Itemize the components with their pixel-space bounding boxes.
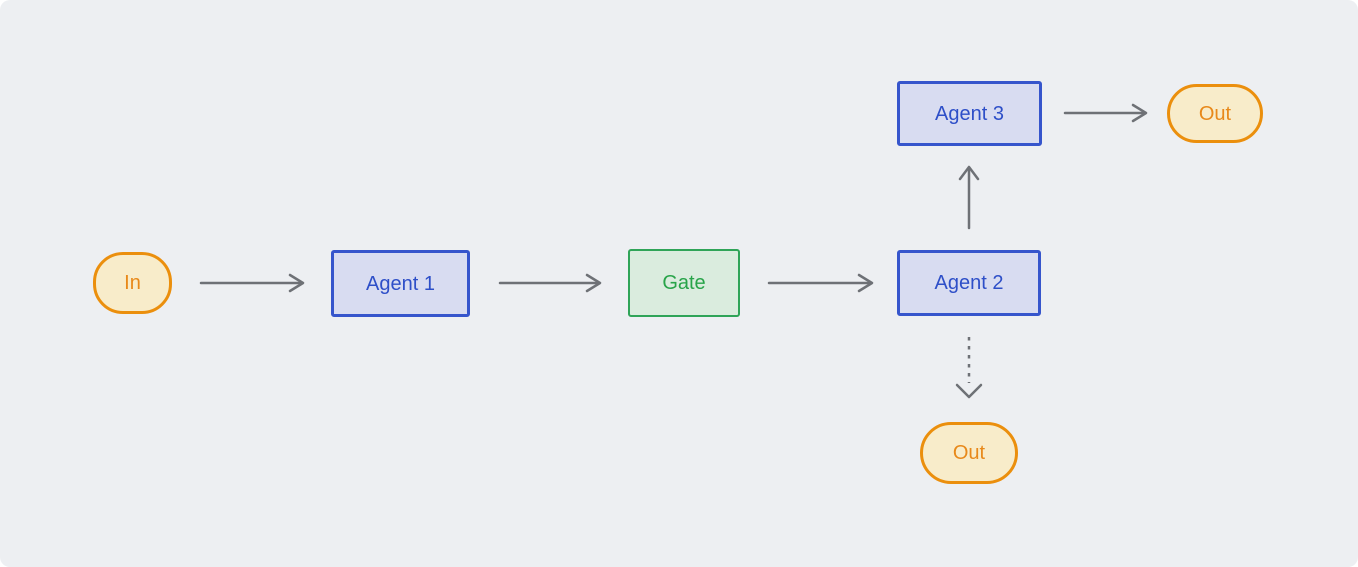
node-agent2-label: Agent 2 [934,272,1004,294]
edge-in-to-agent1 [199,273,305,293]
node-out-bottom-label: Out [952,442,986,464]
edge-agent2-to-agent3 [958,165,980,230]
node-agent2: Agent 2 [897,250,1041,316]
node-agent3-label: Agent 3 [935,102,1004,125]
node-out-bottom: Out [920,422,1018,484]
edge-gate-to-agent2 [767,273,874,293]
node-in-label: In [124,272,141,294]
edge-agent3-to-out-top [1063,103,1148,123]
node-gate-label: Gate [662,272,706,294]
node-out-top: Out [1167,84,1263,143]
edge-agent1-to-gate [498,273,602,293]
node-agent3: Agent 3 [897,81,1042,146]
edge-agent2-to-out-bottom [955,337,983,399]
node-in: In [93,252,172,314]
node-out-top-label: Out [1198,102,1232,125]
node-agent1-label: Agent 1 [366,272,435,295]
node-agent1: Agent 1 [331,250,470,317]
node-gate: Gate [628,249,740,317]
